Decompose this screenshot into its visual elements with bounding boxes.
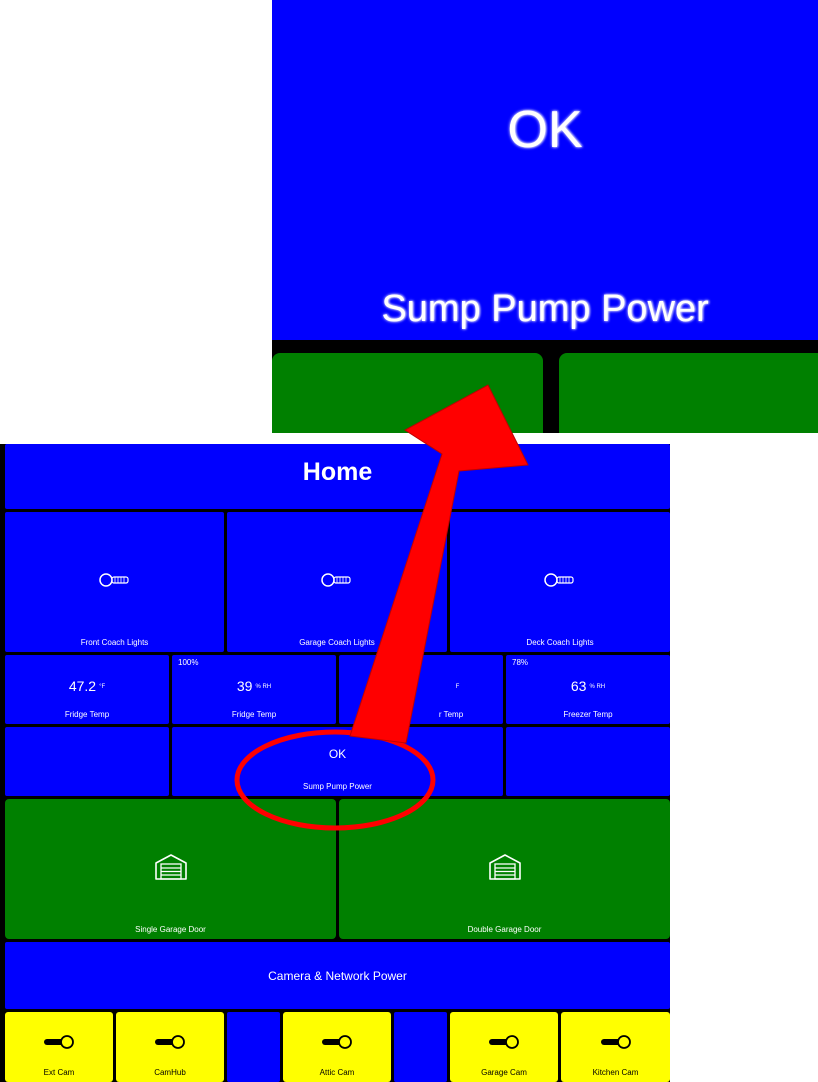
tile-label: Kitchen Cam [592, 1068, 639, 1077]
zoom-inset: OK Sump Pump Power [272, 0, 818, 433]
tile-label: Garage Coach Lights [299, 638, 375, 647]
toggle-icon [600, 1035, 631, 1049]
tile-front-coach-lights[interactable]: Front Coach Lights [5, 512, 224, 652]
tile-label: Fridge Temp [64, 710, 110, 719]
bulb-icon [321, 573, 351, 587]
tile-empty-cam-slot [227, 1012, 280, 1082]
tile-label: Double Garage Door [467, 925, 542, 934]
tile-label: Freezer Temp [563, 710, 613, 719]
home-header: Home [5, 444, 670, 509]
toggle-icon [322, 1035, 352, 1049]
tile-label: Sump Pump Power [303, 782, 372, 791]
tile-label: Ext Cam [43, 1068, 75, 1077]
tile-kitchen-cam[interactable]: Kitchen Cam [561, 1012, 670, 1082]
sensor-unit: % RH [255, 684, 272, 691]
sensor-value: 39 [236, 678, 253, 694]
zoom-sump-value: OK [507, 101, 583, 159]
sensor-value: 63 [570, 678, 587, 694]
tile-empty-cam-slot [394, 1012, 447, 1082]
battery-badge: 100% [178, 658, 199, 667]
battery-badge: 78% [512, 658, 529, 667]
tile-label: Camera & Network Power [268, 969, 407, 983]
zoom-garage-tile-right [559, 353, 818, 433]
toggle-icon [489, 1035, 519, 1049]
garage-door-icon [154, 854, 187, 880]
sump-value: OK [328, 747, 347, 761]
tile-sump-pump-power[interactable]: OK Sump Pump Power [172, 727, 503, 796]
garage-door-icon [488, 854, 521, 880]
sensor-unit: % RH [589, 684, 606, 691]
tile-label: CamHub [154, 1068, 186, 1077]
tile-label: Garage Cam [481, 1068, 527, 1077]
tile-single-garage-door[interactable]: Single Garage Door [5, 799, 336, 939]
zoom-sump-label: Sump Pump Power [381, 288, 709, 330]
tile-fridge-temp[interactable]: 47.2°F Fridge Temp [5, 655, 169, 724]
tile-attic-cam[interactable]: Attic Cam [283, 1012, 391, 1082]
tile-ext-cam[interactable]: Ext Cam [5, 1012, 113, 1082]
tile-deck-coach-lights[interactable]: Deck Coach Lights [450, 512, 670, 652]
tile-label: r Temp [438, 710, 464, 719]
tile-freezer-humidity[interactable]: 78% 63% RH Freezer Temp [506, 655, 670, 724]
page-title: Home [302, 458, 373, 486]
toggle-icon [44, 1035, 74, 1049]
tile-empty-left [5, 727, 169, 796]
zoom-garage-tile-left [272, 353, 543, 433]
tile-label: Front Coach Lights [80, 638, 149, 647]
bulb-icon [98, 573, 129, 587]
sensor-unit: F [455, 684, 460, 691]
zoom-sump-tile: OK Sump Pump Power [272, 0, 818, 340]
tile-freezer-temp[interactable]: F r Temp [339, 655, 503, 724]
sensor-value: 47.2 [68, 678, 97, 694]
dashboard: Home Front Coach Lights Garage Coach Lig… [0, 444, 670, 1082]
tile-camera-network-power[interactable]: Camera & Network Power [5, 942, 670, 1009]
tile-label: Attic Cam [319, 1068, 355, 1077]
tile-empty-right [506, 727, 670, 796]
tile-label: Fridge Temp [231, 710, 277, 719]
tile-garage-cam[interactable]: Garage Cam [450, 1012, 558, 1082]
tile-double-garage-door[interactable]: Double Garage Door [339, 799, 670, 939]
bulb-icon [544, 573, 574, 587]
toggle-icon [155, 1035, 185, 1049]
tile-camhub[interactable]: CamHub [116, 1012, 224, 1082]
tile-label: Deck Coach Lights [526, 638, 594, 647]
sensor-unit: °F [99, 684, 106, 691]
tile-label: Single Garage Door [135, 925, 206, 934]
tile-garage-coach-lights[interactable]: Garage Coach Lights [227, 512, 447, 652]
tile-fridge-humidity[interactable]: 100% 39% RH Fridge Temp [172, 655, 336, 724]
